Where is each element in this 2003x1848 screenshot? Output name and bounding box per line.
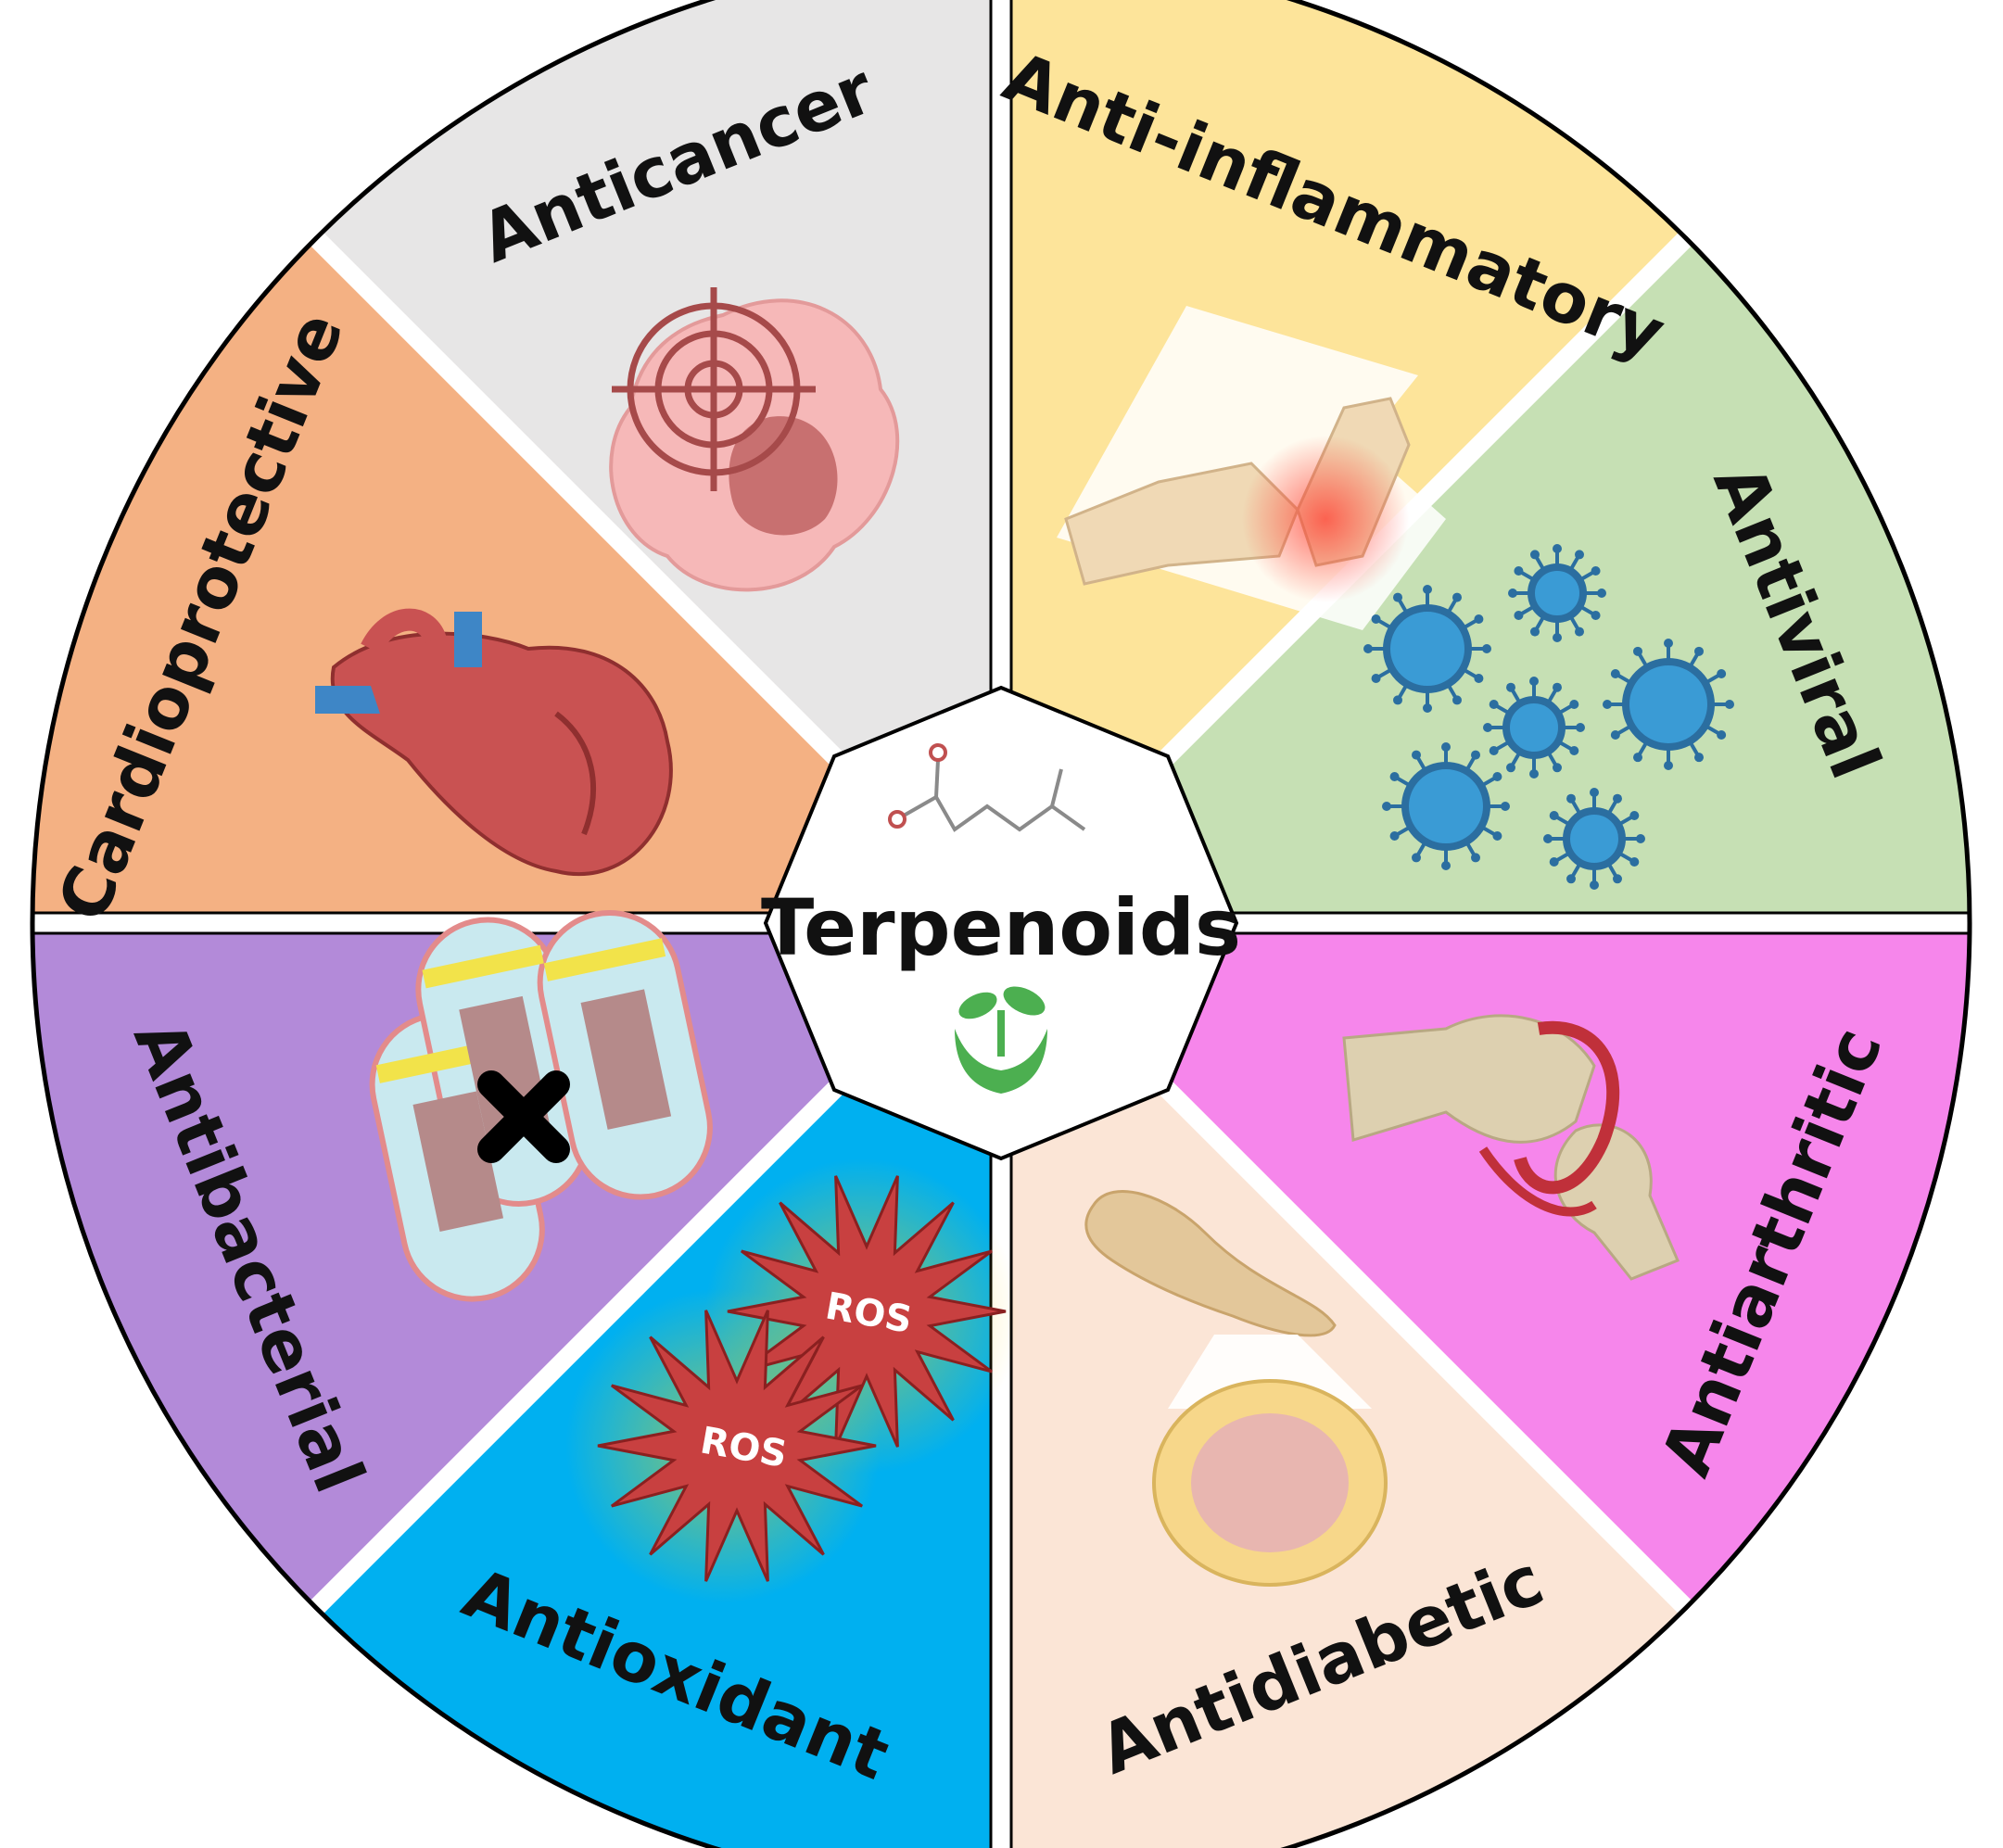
sector-antibacterial-bg	[32, 238, 1001, 923]
sector-anti-inflammatory-bg	[1001, 238, 1970, 923]
arthritic-joint-icon	[1342, 1014, 1680, 1281]
plant-in-hands-icon	[955, 986, 1047, 1094]
center-label: Terpenoids	[761, 882, 1241, 973]
pancreas-icon	[1084, 1190, 1388, 1587]
sector-antiviral-bg	[1001, 923, 1970, 1608]
ros-burst-icon: ROS ROS	[565, 1158, 1020, 1603]
cancer-cell-target-icon	[609, 287, 900, 592]
virus-icon	[1363, 544, 1734, 890]
close-icon	[477, 1070, 570, 1163]
terpenoid-molecule-icon	[888, 743, 1086, 832]
wheel-outer-ring	[30, 0, 1972, 1848]
bacteria-icon	[369, 910, 713, 1302]
heart-icon	[315, 608, 673, 877]
inflamed-knee-icon	[1057, 306, 1446, 630]
center-hub	[763, 685, 1239, 1161]
